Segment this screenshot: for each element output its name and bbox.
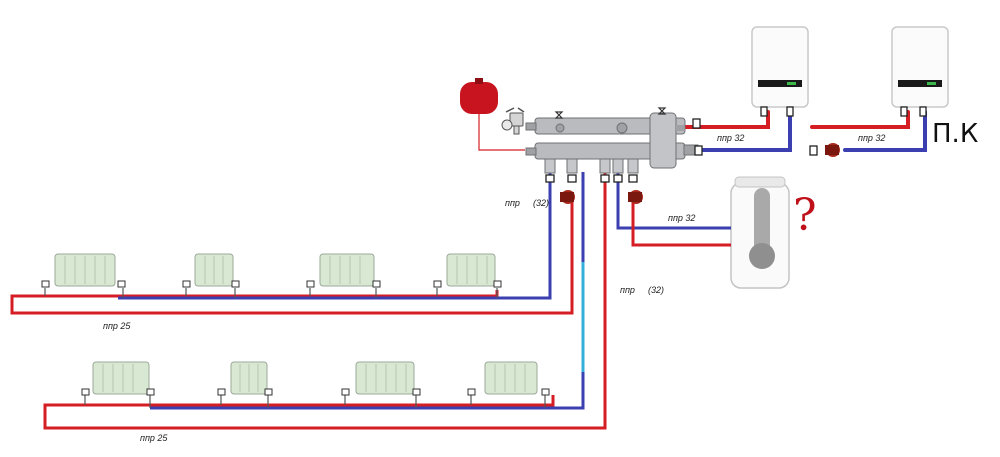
air-vent-valve-icon [554, 107, 667, 119]
lower-loop-pipes [43, 172, 607, 430]
radiator-fins [64, 256, 526, 392]
radiator-icon [54, 253, 538, 395]
label-ppr25-lower: ппр 25 [140, 433, 168, 443]
boiler-right-icon [891, 26, 949, 108]
upper-loop-pipes [10, 172, 574, 315]
expansion-tank-icon [460, 78, 498, 114]
boiler-left-icon [751, 26, 809, 108]
boiler-supply-pipes [674, 110, 927, 152]
valve-icon [545, 106, 927, 183]
label-ppr-riser-left: ппр [505, 198, 520, 208]
circulation-pump-icon [560, 143, 840, 204]
label-question-mark: ? [793, 190, 817, 241]
manifold-icon [525, 112, 699, 169]
safety-group-icon [501, 107, 525, 135]
expansion-tank-line [478, 112, 525, 151]
label-ppr-riser-right-size: (32) [648, 285, 664, 295]
radiator-valves [41, 280, 550, 396]
label-ppr25-upper: ппр 25 [103, 321, 131, 331]
water-heater-icon [730, 176, 790, 289]
water-heater-pipes [616, 172, 731, 247]
label-ppr-riser-left-size: (32) [533, 198, 549, 208]
label-ppr32-boilers-left: ппр 32 [717, 133, 744, 143]
label-ppr-riser-right: ппр [620, 285, 635, 295]
manifold-outlets [544, 158, 639, 174]
label-ppr32-tank: ппр 32 [668, 213, 695, 223]
upper-radiator-connections [44, 288, 498, 298]
label-ppr32-boilers-right: ппр 32 [858, 133, 885, 143]
lower-radiator-connections [84, 395, 546, 408]
label-handwritten-pk: П.К [932, 119, 978, 149]
